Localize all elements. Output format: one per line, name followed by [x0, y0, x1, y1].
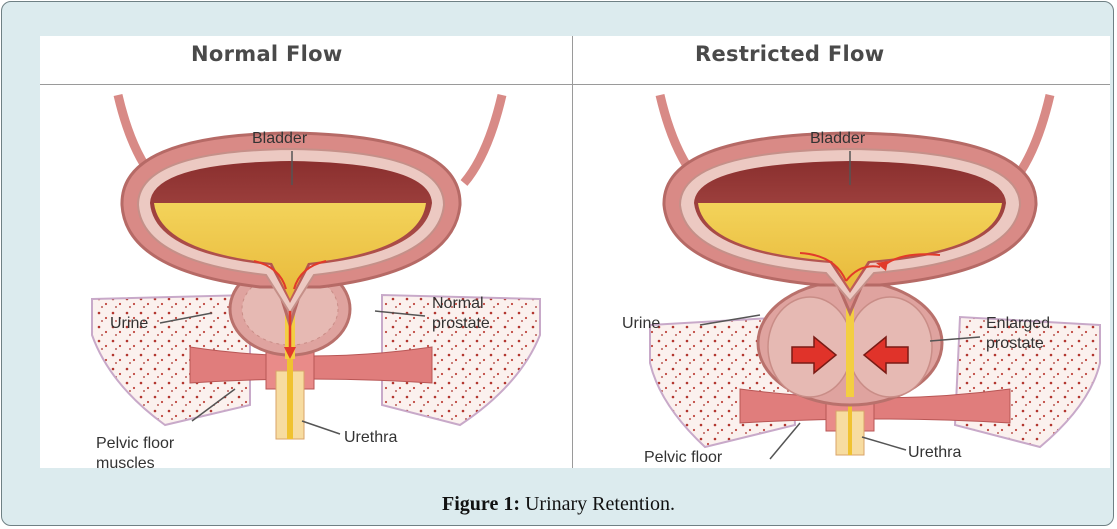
label-prostate-line2: prostate [432, 315, 490, 332]
label-pelvic-line1: Pelvic floor [96, 435, 175, 452]
label-prostate-line1: Enlarged [986, 315, 1050, 332]
label-bladder: Bladder [810, 130, 866, 147]
label-prostate-line2: prostate [986, 335, 1044, 352]
label-urine: Urine [110, 315, 148, 332]
label-pelvic-line1: Pelvic floor [644, 449, 723, 466]
figure-image: Normal Flow Restricted Flow [40, 36, 1110, 468]
anatomy-illustration: Bladder Urine Normal prostate Pelvic flo… [40, 85, 1110, 468]
label-urine: Urine [622, 315, 660, 332]
normal-flow-diagram: Bladder Urine Normal prostate Pelvic flo… [92, 95, 540, 468]
label-urethra: Urethra [908, 444, 961, 461]
caption-label: Figure 1: [442, 493, 520, 515]
caption-text: Urinary Retention. [520, 493, 675, 515]
figure-caption: Figure 1: Urinary Retention. [2, 493, 1114, 516]
label-urethra: Urethra [344, 429, 397, 446]
panel-title-normal-flow: Normal Flow [191, 42, 343, 66]
label-pelvic-line2: muscles [96, 455, 155, 468]
panel-title-restricted-flow: Restricted Flow [695, 42, 884, 66]
label-bladder: Bladder [252, 130, 308, 147]
label-prostate-line1: Normal [432, 295, 484, 312]
restricted-flow-diagram: Bladder Urine Enlarged prostate Pelvic f… [622, 95, 1100, 468]
